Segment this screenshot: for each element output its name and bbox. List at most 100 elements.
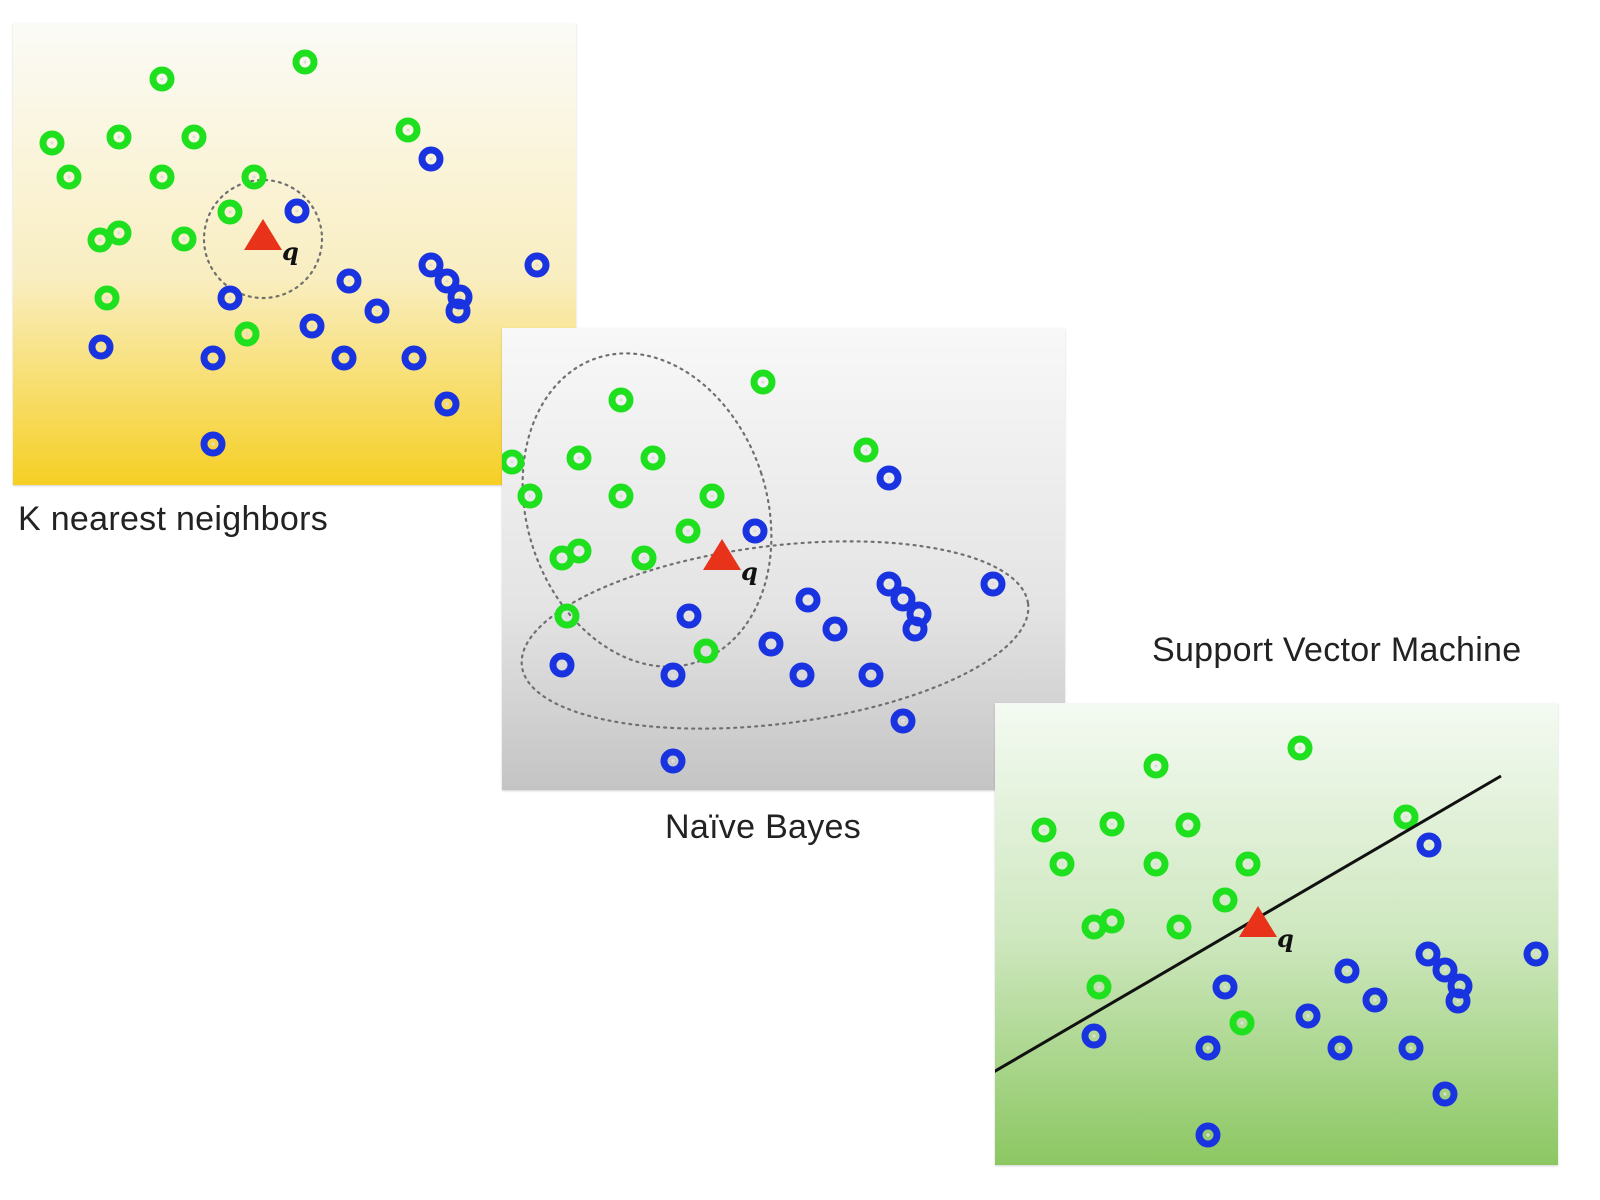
blue-point — [331, 345, 357, 371]
blue-point — [284, 198, 310, 224]
blue-point — [1415, 941, 1441, 967]
blue-point — [890, 586, 916, 612]
blue-point — [1416, 832, 1442, 858]
naive-bayes-plot: q — [502, 328, 1065, 790]
green-point — [1212, 887, 1238, 913]
blue-point — [1432, 957, 1458, 983]
blue-point — [401, 345, 427, 371]
blue-point — [876, 465, 902, 491]
naive-bayes-panel: q — [502, 328, 1065, 790]
green-point — [1099, 908, 1125, 934]
blue-point — [660, 748, 686, 774]
blue-point — [795, 587, 821, 613]
green-point — [566, 445, 592, 471]
blue-point — [200, 345, 226, 371]
blue-point — [1195, 1122, 1221, 1148]
green-point — [750, 369, 776, 395]
green-point — [241, 164, 267, 190]
blue-point — [434, 391, 460, 417]
green-point — [1031, 817, 1057, 843]
green-point — [1287, 735, 1313, 761]
blue-point — [434, 268, 460, 294]
blue-point — [876, 571, 902, 597]
green-point — [181, 124, 207, 150]
blue-point — [1523, 941, 1549, 967]
blue-point — [418, 146, 444, 172]
green-point — [517, 483, 543, 509]
blue-point — [200, 431, 226, 457]
blue-point — [447, 284, 473, 310]
blue-point — [822, 616, 848, 642]
green-point — [56, 164, 82, 190]
blue-point — [1445, 988, 1471, 1014]
svm-caption: Support Vector Machine — [1152, 631, 1522, 669]
svm-decision-boundary — [995, 774, 1502, 1073]
svm-query: q — [1239, 906, 1294, 953]
blue-point — [758, 631, 784, 657]
query-label: q — [1277, 924, 1294, 953]
blue-point — [364, 298, 390, 324]
blue-point — [217, 285, 243, 311]
green-point — [217, 199, 243, 225]
blue-point — [742, 518, 768, 544]
green-point — [171, 226, 197, 252]
green-point — [292, 49, 318, 75]
blue-point — [789, 662, 815, 688]
green-point — [693, 638, 719, 664]
green-point — [1086, 974, 1112, 1000]
blue-point — [1327, 1035, 1353, 1061]
green-point — [94, 285, 120, 311]
green-point — [1229, 1010, 1255, 1036]
green-point — [395, 117, 421, 143]
nb-query: q — [703, 539, 758, 586]
green-point — [640, 445, 666, 471]
green-point — [699, 483, 725, 509]
green-point — [608, 483, 634, 509]
blue-point — [336, 268, 362, 294]
knn-plot: q — [13, 23, 576, 485]
knn-query: q — [244, 219, 299, 266]
green-point — [608, 387, 634, 413]
green-point — [549, 545, 575, 571]
blue-point — [1295, 1003, 1321, 1029]
knn-points — [39, 49, 550, 457]
blue-point — [676, 603, 702, 629]
green-point — [554, 603, 580, 629]
blue-point — [660, 662, 686, 688]
green-point — [106, 124, 132, 150]
knn-panel: q — [13, 23, 576, 485]
svm-plot: q — [995, 703, 1558, 1165]
green-point — [1175, 812, 1201, 838]
query-triangle — [1239, 906, 1277, 937]
green-point — [1166, 914, 1192, 940]
green-point — [1143, 851, 1169, 877]
blue-point — [1398, 1035, 1424, 1061]
green-point — [39, 130, 65, 156]
blue-point — [1081, 1023, 1107, 1049]
green-point — [87, 227, 113, 253]
green-point — [106, 220, 132, 246]
blue-point — [1334, 958, 1360, 984]
nb-background — [502, 328, 1065, 790]
blue-point — [1432, 1081, 1458, 1107]
blue-point — [890, 708, 916, 734]
green-point — [149, 164, 175, 190]
blue-point — [88, 334, 114, 360]
green-point — [1393, 804, 1419, 830]
query-label: q — [282, 237, 299, 266]
blue-point — [1195, 1035, 1221, 1061]
nb-blue-class-ellipse — [520, 540, 1030, 730]
blue-point — [1212, 974, 1238, 1000]
green-point — [853, 437, 879, 463]
blue-point — [980, 571, 1006, 597]
blue-point — [524, 252, 550, 278]
green-point — [234, 321, 260, 347]
green-point — [502, 449, 525, 475]
green-point — [1235, 851, 1261, 877]
green-point — [1143, 753, 1169, 779]
green-point — [1049, 851, 1075, 877]
blue-point — [858, 662, 884, 688]
query-triangle — [244, 219, 282, 250]
svm-panel: q — [995, 703, 1558, 1165]
blue-point — [549, 652, 575, 678]
